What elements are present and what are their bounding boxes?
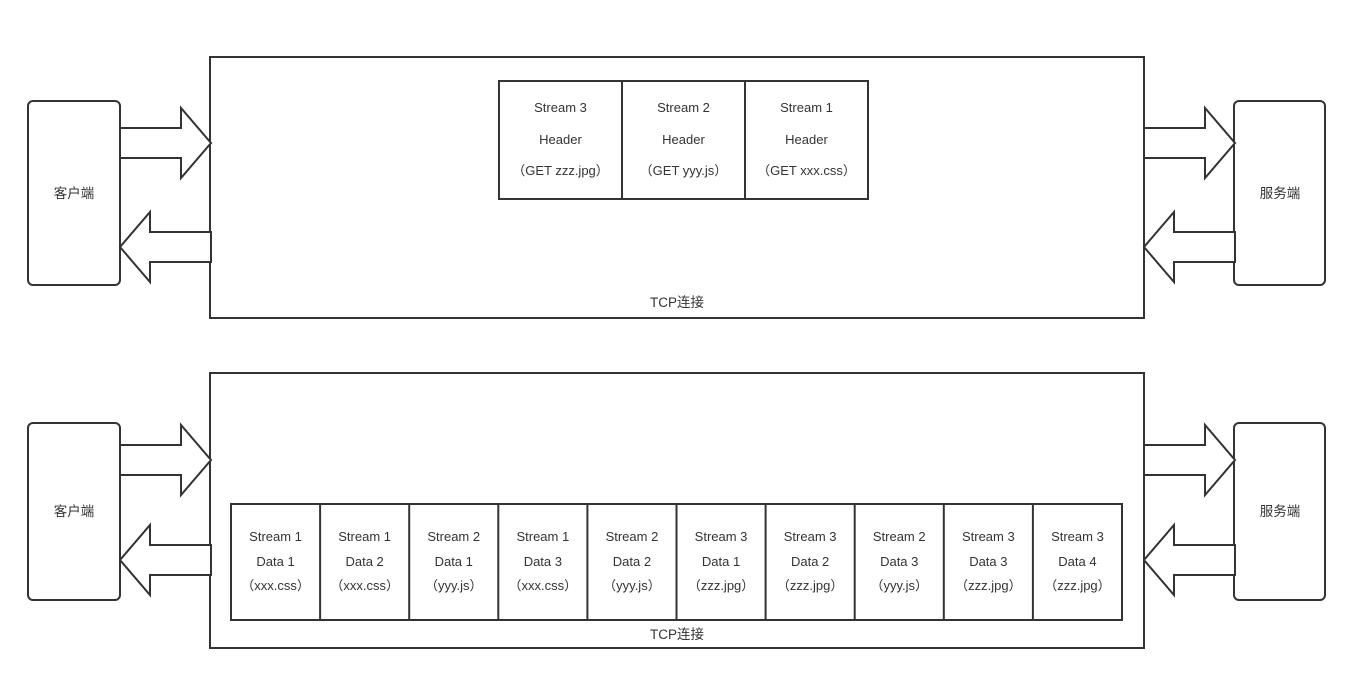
top-server-label: 服务端 <box>1259 186 1301 201</box>
frame-stream-label: Stream 3 <box>694 528 748 544</box>
bottom-arrow-server-to-connection <box>1142 522 1236 598</box>
bottom-arrow-connection-to-client <box>118 522 212 598</box>
top-frame-cell[interactable]: Stream 3 Header （GET zzz.jpg） <box>499 81 622 199</box>
bottom-frame-cell[interactable]: Stream 2 Data 3 （yyy.js） <box>855 504 944 620</box>
frame-detail-label: （GET yyy.js） <box>639 163 728 179</box>
frame-kind-label: Data 1 <box>701 553 741 569</box>
bottom-connection-label: TCP连接 <box>650 627 704 642</box>
frame-detail-label: （zzz.jpg） <box>955 578 1022 594</box>
frame-stream-label: Stream 1 <box>338 528 392 544</box>
top-arrow-connection-to-server <box>1143 105 1237 181</box>
frame-detail-label: （yyy.js） <box>424 578 483 594</box>
frame-kind-label: Header <box>539 131 582 147</box>
frame-kind-label: Data 1 <box>256 553 295 569</box>
bottom-frame-cell[interactable]: Stream 3 Data 3 （zzz.jpg） <box>944 504 1033 620</box>
frame-stream-label: Stream 1 <box>249 528 302 544</box>
frame-kind-label: Data 3 <box>969 553 1008 569</box>
bottom-frame-cell[interactable]: Stream 1 Data 1 （xxx.css） <box>231 504 320 620</box>
frame-stream-label: Stream 1 <box>516 528 570 544</box>
frame-stream-label: Stream 3 <box>534 99 587 115</box>
bottom-frame-cell[interactable]: Stream 2 Data 1 （yyy.js） <box>409 504 498 620</box>
bottom-arrow-connection-to-server <box>1143 422 1237 498</box>
frame-detail-label: （zzz.jpg） <box>776 578 844 594</box>
bottom-server-label: 服务端 <box>1259 504 1301 519</box>
top-frame-cell[interactable]: Stream 2 Header （GET yyy.js） <box>622 81 745 199</box>
frame-detail-label: （yyy.js） <box>603 578 661 594</box>
bottom-frame-cell[interactable]: Stream 3 Data 1 （zzz.jpg） <box>677 504 766 620</box>
frame-detail-label: （GET zzz.jpg） <box>512 163 609 179</box>
top-arrow-server-to-connection <box>1142 209 1236 285</box>
frame-kind-label: Header <box>662 131 705 147</box>
frame-detail-label: （xxx.css） <box>330 578 399 594</box>
bottom-frame-cell[interactable]: Stream 3 Data 4 （zzz.jpg） <box>1033 504 1122 620</box>
top-frame-cell[interactable]: Stream 1 Header （GET xxx.css） <box>745 81 868 199</box>
top-connection-label: TCP连接 <box>650 295 704 310</box>
frame-detail-label: （GET xxx.css） <box>757 163 856 179</box>
top-client-label: 客户端 <box>53 186 95 201</box>
frame-stream-label: Stream 3 <box>783 528 837 544</box>
frame-stream-label: Stream 2 <box>657 99 710 115</box>
frame-kind-label: Data 3 <box>523 553 562 569</box>
frame-stream-label: Stream 3 <box>1051 528 1104 544</box>
frame-detail-label: （zzz.jpg） <box>1044 578 1111 594</box>
top-arrow-client-to-connection <box>119 105 213 181</box>
bottom-arrow-client-to-connection <box>119 422 213 498</box>
bottom-client-label: 客户端 <box>53 504 95 519</box>
bottom-frame-cell[interactable]: Stream 3 Data 2 （zzz.jpg） <box>766 504 855 620</box>
frame-stream-label: Stream 2 <box>605 528 659 544</box>
frame-detail-label: （yyy.js） <box>870 578 928 594</box>
frame-kind-label: Data 2 <box>612 553 652 569</box>
frame-kind-label: Data 2 <box>345 553 384 569</box>
frame-stream-label: Stream 3 <box>961 528 1015 544</box>
frame-stream-label: Stream 2 <box>872 528 926 544</box>
frame-kind-label: Data 4 <box>1058 553 1097 569</box>
bottom-frame-cell[interactable]: Stream 1 Data 2 （xxx.css） <box>320 504 409 620</box>
frame-kind-label: Data 1 <box>434 553 473 569</box>
bottom-frame-cell[interactable]: Stream 1 Data 3 （xxx.css） <box>498 504 587 620</box>
frame-detail-label: （xxx.css） <box>241 578 310 594</box>
frame-stream-label: Stream 2 <box>427 528 481 544</box>
frame-stream-label: Stream 1 <box>780 99 833 115</box>
frame-detail-label: （xxx.css） <box>508 578 578 594</box>
frame-detail-label: （zzz.jpg） <box>687 578 755 594</box>
frame-kind-label: Data 3 <box>880 553 919 569</box>
frame-kind-label: Header <box>785 131 828 147</box>
frame-kind-label: Data 2 <box>790 553 830 569</box>
top-arrow-connection-to-client <box>118 209 212 285</box>
bottom-frame-cell[interactable]: Stream 2 Data 2 （yyy.js） <box>587 504 676 620</box>
